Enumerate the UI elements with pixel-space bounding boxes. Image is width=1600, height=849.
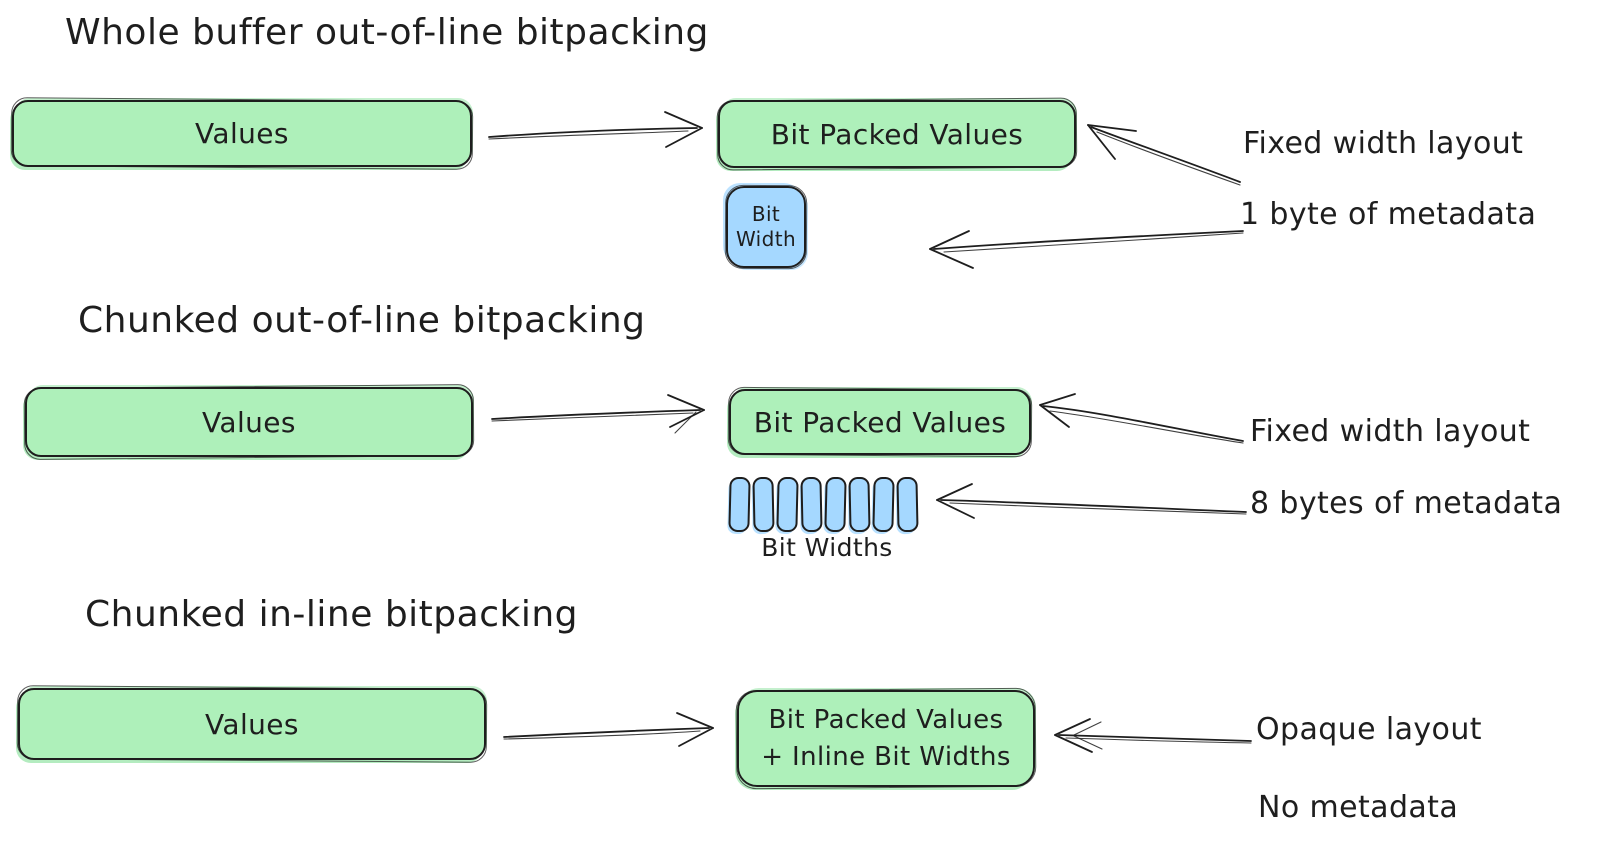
bit-widths-caption: Bit Widths (761, 533, 893, 562)
annotation-8-bytes-metadata: 8 bytes of metadata (1250, 486, 1563, 521)
values-box-1: Values (12, 100, 472, 167)
values-box-3-label: Values (205, 707, 299, 741)
annotation-fixed-width-layout-1: Fixed width layout (1243, 126, 1524, 161)
arrow-values-to-packed-1 (488, 111, 703, 148)
bit-width-chunk (824, 476, 847, 533)
bit-width-box: Bit Width (726, 186, 806, 268)
arrow-metadata-1 (929, 230, 1244, 269)
arrow-values-to-packed-2 (491, 394, 705, 434)
bit-width-chunk (728, 476, 751, 533)
values-box-1-label: Values (195, 117, 289, 150)
values-box-3: Values (18, 688, 486, 760)
arrow-opaque-3 (1054, 718, 1252, 753)
bit-width-box-line2: Width (735, 227, 797, 251)
arrow-fixed-width-2 (1039, 393, 1244, 444)
arrow-metadata-2 (936, 483, 1247, 519)
bit-width-chunk (848, 476, 871, 533)
bit-packed-values-box-2: Bit Packed Values (729, 389, 1031, 455)
bit-packed-values-inline-box: Bit Packed Values + Inline Bit Widths (737, 690, 1035, 787)
arrow-fixed-width-1 (1087, 124, 1241, 186)
bit-width-chunk (872, 476, 895, 533)
section-title-chunked-out-of-line: Chunked out-of-line bitpacking (78, 300, 646, 341)
annotation-opaque-layout: Opaque layout (1256, 712, 1482, 747)
bit-packed-values-inline-line2: + Inline Bit Widths (761, 741, 1011, 772)
values-box-2-label: Values (202, 405, 296, 439)
bit-packed-values-inline-line1: Bit Packed Values (768, 705, 1004, 736)
bit-packed-values-box-1: Bit Packed Values (718, 100, 1076, 168)
bit-packed-values-box-2-label: Bit Packed Values (753, 405, 1007, 439)
bit-width-chunk (800, 476, 823, 533)
annotation-fixed-width-layout-2: Fixed width layout (1250, 414, 1531, 449)
bit-width-box-line1: Bit (751, 202, 781, 226)
section-title-chunked-in-line: Chunked in-line bitpacking (85, 594, 579, 635)
annotation-no-metadata: No metadata (1258, 790, 1459, 825)
bit-widths-chunk-row (728, 476, 919, 533)
section-title-whole-buffer: Whole buffer out-of-line bitpacking (65, 12, 709, 53)
bit-width-chunk (752, 476, 775, 533)
bit-packed-values-box-1-label: Bit Packed Values (770, 117, 1024, 151)
annotation-1-byte-metadata: 1 byte of metadata (1240, 197, 1537, 232)
values-box-2: Values (25, 387, 473, 457)
bit-width-chunk (776, 476, 799, 533)
bit-width-chunk (896, 476, 919, 533)
arrow-values-to-packed-3 (503, 712, 714, 747)
